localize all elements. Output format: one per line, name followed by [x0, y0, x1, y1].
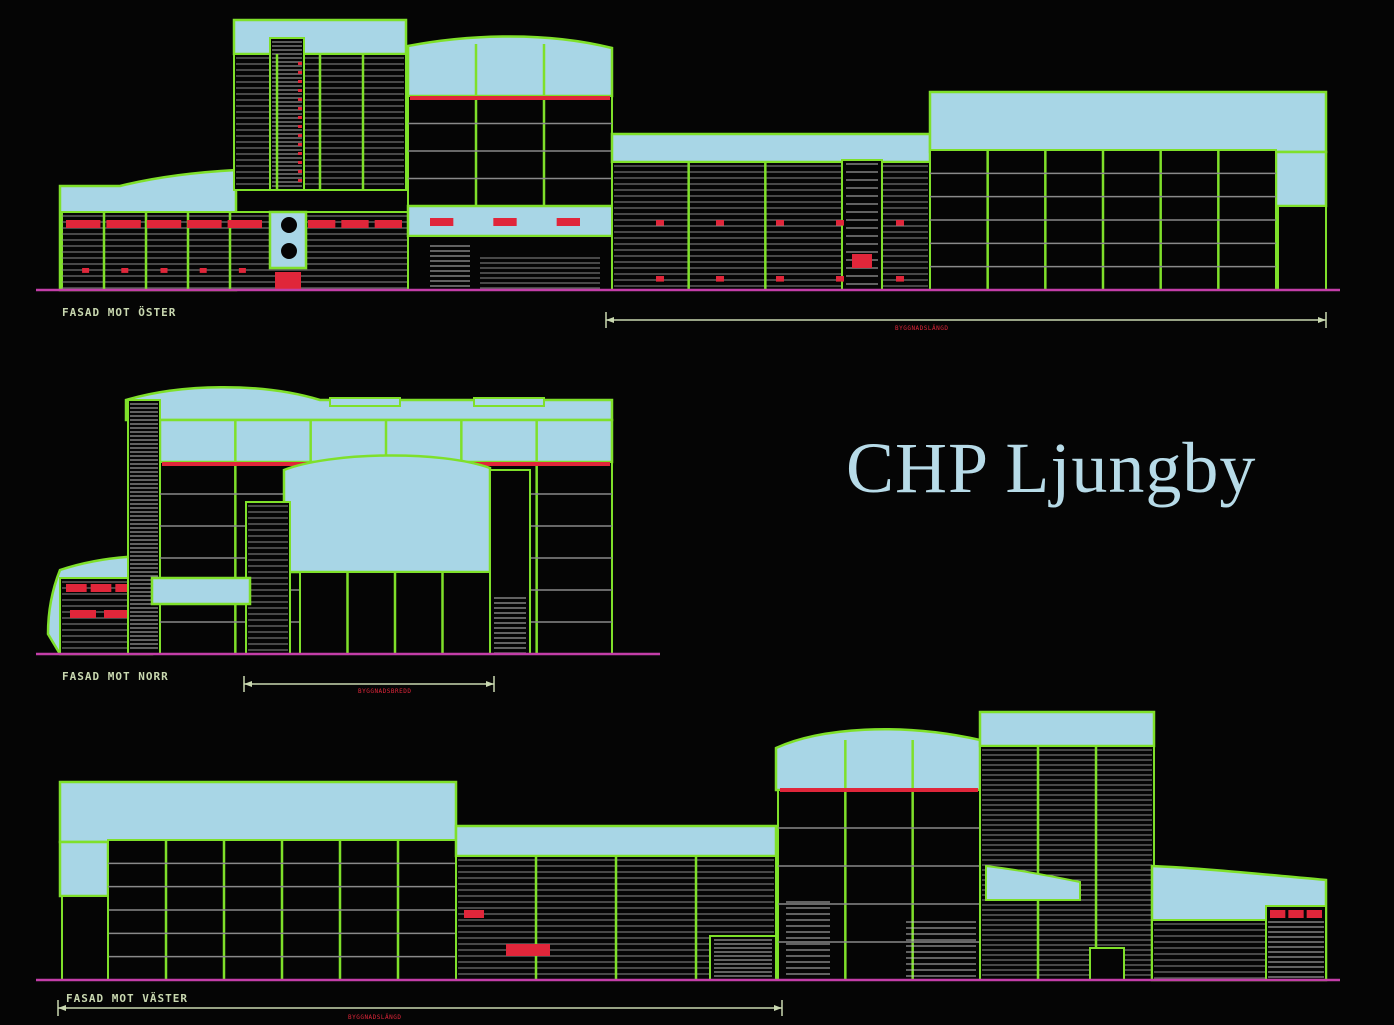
dimension-label-west: BYGGNADSLÄNGD [348, 1014, 402, 1021]
dimension-label-north: BYGGNADSBREDD [358, 688, 412, 695]
drawing-title: CHP Ljungby [846, 428, 1257, 508]
elevation-label-north: FASAD MOT NORR [62, 670, 169, 683]
elevation-label-east: FASAD MOT ÖSTER [62, 306, 177, 319]
dimension-label-east: BYGGNADSLÄNGD [895, 325, 949, 332]
elevation-label-west: FASAD MOT VÄSTER [66, 992, 188, 1005]
